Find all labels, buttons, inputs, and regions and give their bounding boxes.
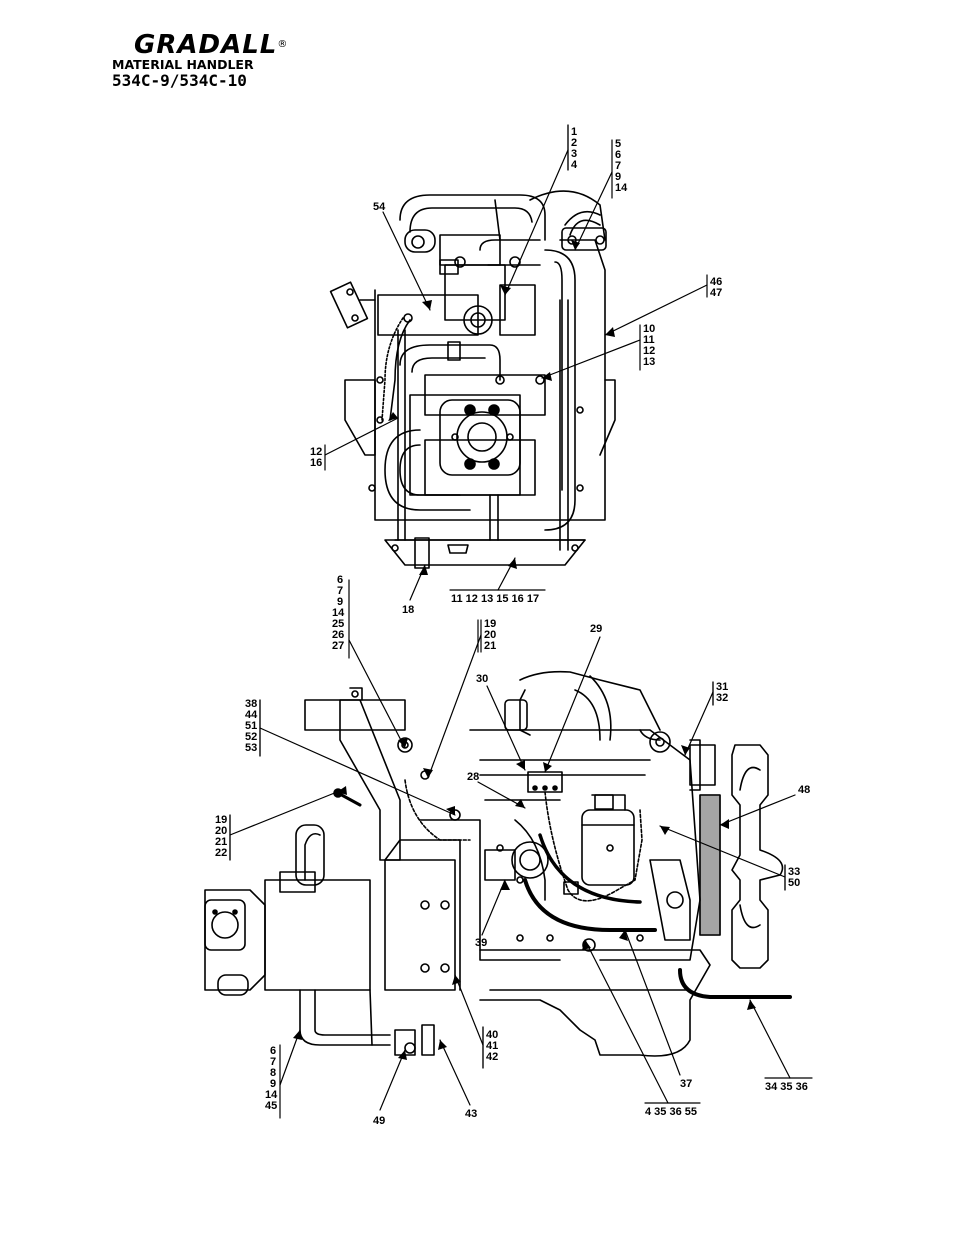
brand-logo: GRADALL® (134, 30, 289, 60)
top-leader-lines (324, 124, 708, 601)
callout-28: 28 (467, 771, 479, 783)
callout-bars (229, 124, 786, 1069)
title-block: GRADALL® MATERIAL HANDLER 534C-9/534C-10 (112, 32, 312, 90)
callout-48: 48 (798, 784, 810, 796)
model-code: 534C-9/534C-10 (112, 71, 247, 90)
callout-54: 54 (373, 201, 386, 213)
arrowheads (293, 240, 756, 1060)
callout-29: 29 (590, 623, 602, 635)
side-leader-lines (229, 579, 813, 1119)
callout-row-34-36: 34 35 36 (765, 1081, 808, 1093)
callout-30: 30 (476, 673, 488, 685)
callout-39: 39 (475, 937, 487, 949)
callout-row-4-55: 4 35 36 55 (645, 1106, 697, 1118)
callout-49: 49 (373, 1115, 385, 1127)
engine-side-view (204, 670, 792, 1057)
callout-43: 43 (465, 1108, 477, 1120)
callout-row-11-17: 11 12 13 15 16 17 (451, 593, 539, 605)
engine-front-view (329, 190, 616, 569)
model-name: MATERIAL HANDLER (112, 57, 254, 72)
callout-18: 18 (402, 604, 414, 616)
callout-37: 37 (680, 1078, 692, 1090)
